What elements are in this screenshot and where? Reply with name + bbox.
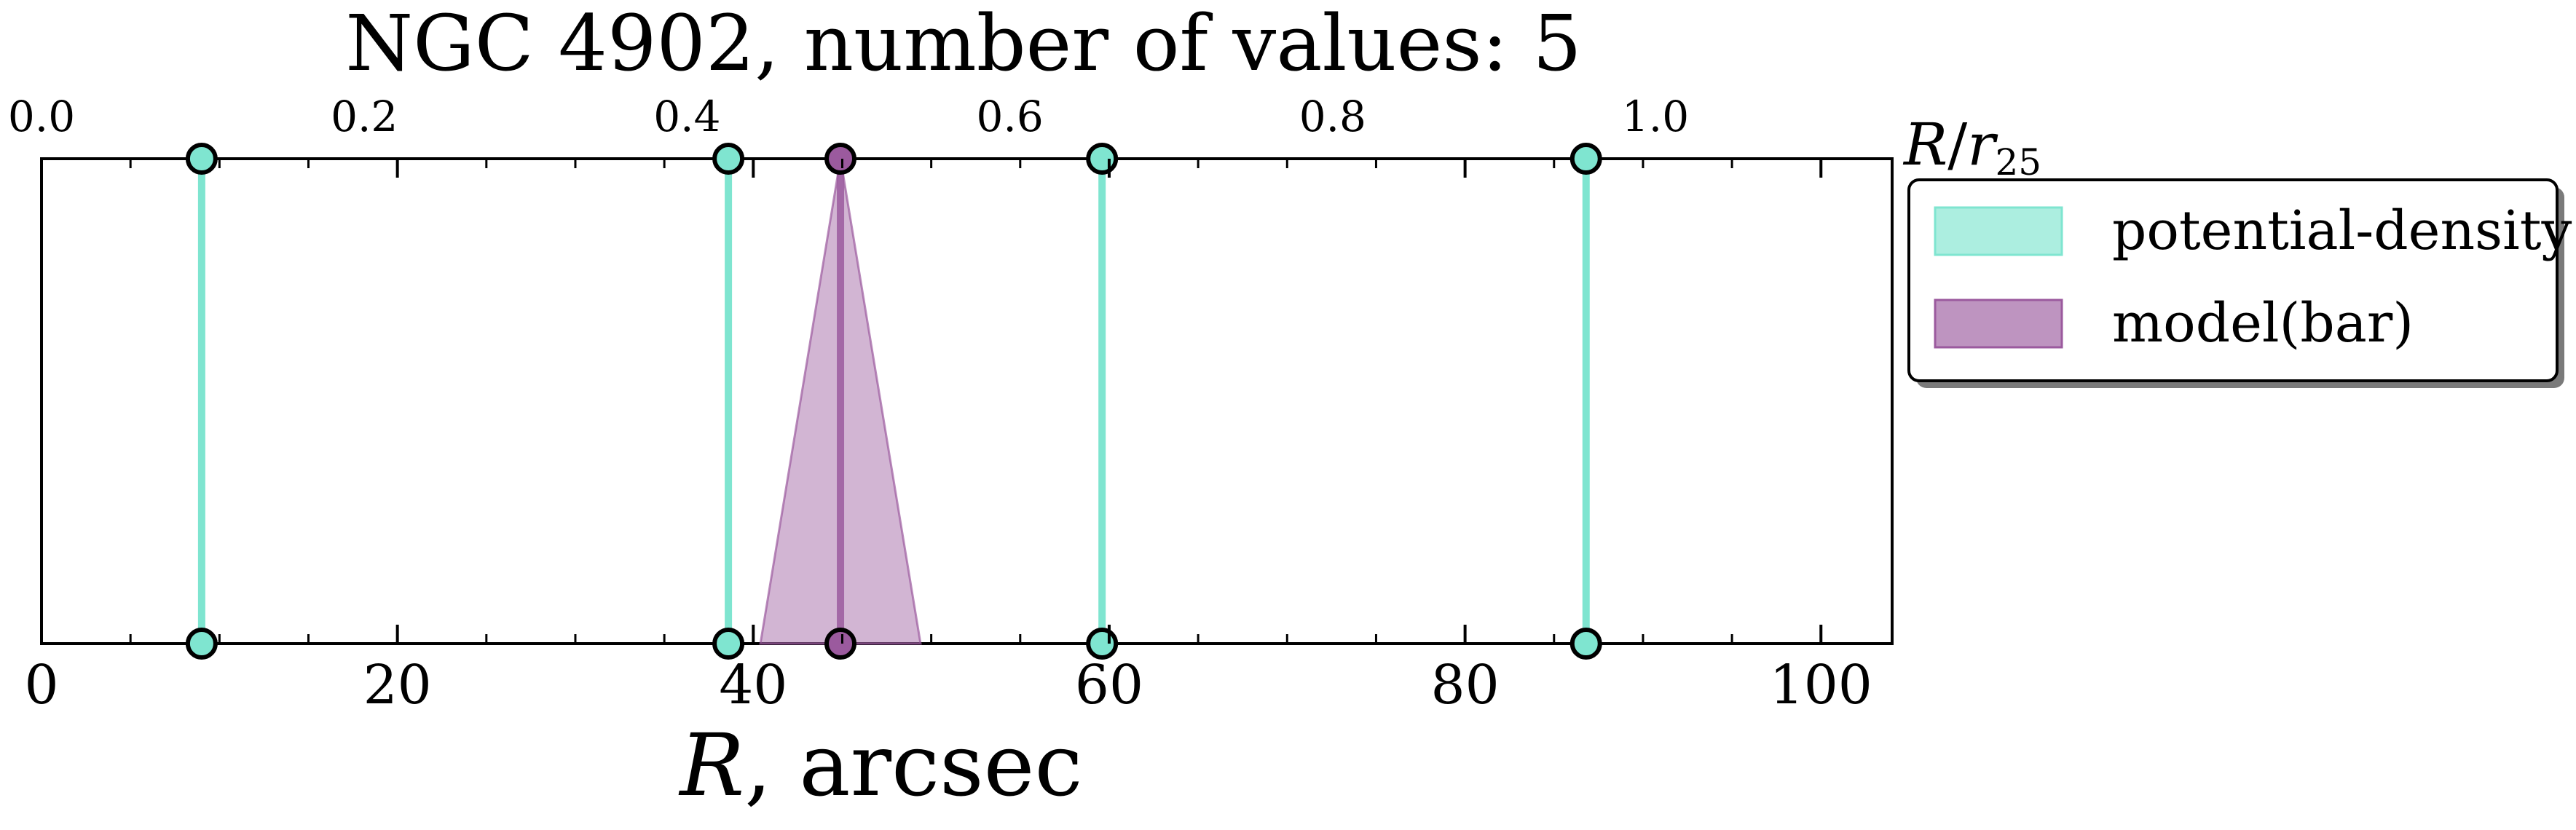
data-point-top bbox=[1569, 143, 1602, 175]
legend-swatch-model-bar bbox=[1934, 299, 2063, 349]
data-point-bottom bbox=[824, 628, 857, 660]
data-point-bottom bbox=[712, 628, 745, 660]
bottom-tick-label: 100 bbox=[1770, 654, 1872, 716]
top-axis-ticks: 0.0 0.2 0.4 0.6 0.8 1.0 bbox=[8, 92, 1689, 141]
bottom-tick-label: 20 bbox=[363, 654, 432, 716]
x-axis-label: R, arcsec bbox=[678, 715, 1082, 815]
data-layer bbox=[185, 143, 1602, 660]
legend-label-model-bar: model(bar) bbox=[2112, 292, 2414, 355]
top-tick-label: 0.0 bbox=[8, 92, 75, 141]
legend-label-potential-density: potential-density bbox=[2112, 199, 2572, 262]
chart-title: NGC 4902, number of values: 5 bbox=[345, 0, 1581, 88]
legend-swatch-potential-density bbox=[1934, 206, 2063, 256]
plot-area bbox=[40, 157, 1894, 645]
bottom-tick-label: 80 bbox=[1431, 654, 1500, 716]
top-tick-label: 0.2 bbox=[331, 92, 398, 141]
top-tick-label: 0.8 bbox=[1299, 92, 1366, 141]
top-tick-label: 1.0 bbox=[1622, 92, 1689, 141]
top-axis-label: R/r25 bbox=[1902, 111, 2041, 183]
data-point-bottom bbox=[185, 628, 218, 660]
data-point-top bbox=[712, 143, 745, 175]
data-point-top bbox=[824, 143, 857, 175]
top-tick-label: 0.4 bbox=[653, 92, 720, 141]
bottom-axis-ticks: 0 20 40 60 80 100 bbox=[24, 159, 1872, 716]
top-tick-label: 0.6 bbox=[977, 92, 1044, 141]
bottom-tick-label: 0 bbox=[24, 654, 58, 716]
legend: potential-density model(bar) bbox=[1907, 178, 2572, 388]
data-point-bottom bbox=[1569, 628, 1602, 660]
data-point-top bbox=[185, 143, 218, 175]
bottom-tick-label: 60 bbox=[1075, 654, 1143, 716]
data-point-top bbox=[1086, 143, 1119, 175]
bottom-tick-label: 40 bbox=[719, 654, 787, 716]
